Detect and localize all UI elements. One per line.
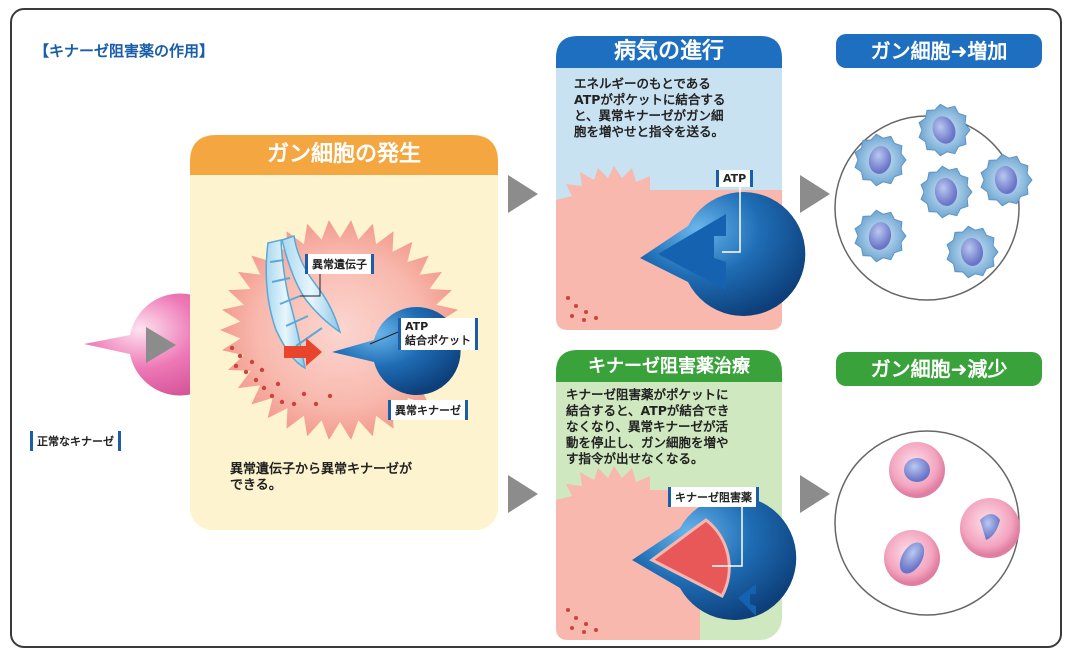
increase-heading: ガン細胞➜増加 [836,34,1042,68]
treatment-heading: キナーゼ阻害薬治療 [588,356,750,377]
pink-cell [884,530,940,586]
onset-panel [190,135,498,530]
treatment-description-line4: 動を停止し、ガン細胞を増や [566,435,729,450]
arrow-3 [508,475,538,513]
atp-pocket-label: ATP 結合ポケット [398,318,478,350]
arrow-4 [800,175,830,213]
abnormal-gene-label: 異常遺伝子 [305,254,374,274]
onset-description-line2: できる。 [230,478,282,493]
progress-description: エネルギーのもとである ATPがポケットに結合する と、異常キナーゼがガン細 胞… [574,76,725,140]
blue-cancer-cell [920,165,973,219]
arrow-2 [508,175,538,213]
progress-description-line2: ATPがポケットに結合する [574,92,726,107]
treatment-description-line1: キナーゼ阻害薬がポケットに [566,387,729,402]
atp-pocket-label-line2: 結合ポケット [405,334,471,347]
treatment-description-line2: 結合すると、ATPが結合でき [566,403,730,418]
normal-kinase-label: 正常なキナーゼ [30,431,121,451]
treatment-description-line5: す指令が出せなくなる。 [566,451,704,466]
pink-cell [960,498,1020,558]
pink-cell [889,442,945,498]
onset-description: 異常遺伝子から異常キナーゼが できる。 [230,462,412,494]
inhibitor-drug-icon [649,518,731,599]
blue-cancer-cell [946,225,999,279]
progress-heading: 病気の進行 [613,39,724,64]
blocked-atp-icon [738,584,756,616]
blue-cancer-cell [854,209,907,263]
onset-dots [229,345,333,407]
blue-cancer-cell [918,103,971,157]
progress-description-line4: 胞を増やせと指令を送る。 [574,124,725,139]
onset-description-line1: 異常遺伝子から異常キナーゼが [230,462,413,477]
diagram-title: 【キナーゼ阻害薬の作用】 [34,42,215,60]
treatment-description-line3: なくなり、異常キナーゼが活 [566,419,729,434]
decrease-heading: ガン細胞➜減少 [836,352,1042,386]
blue-cancer-cell [980,153,1033,207]
red-arrow-icon [284,338,322,366]
inhibitor-label: キナーゼ阻害薬 [668,487,759,507]
progress-description-line1: エネルギーのもとである [574,76,711,91]
progress-description-line3: と、異常キナーゼがガン細 [574,108,724,123]
atp-pocket-label-line1: ATP [405,320,429,333]
increase-cells-circle [834,103,1033,301]
arrow-1 [146,327,176,363]
kinase-with-atp-icon [640,192,806,316]
abnormal-kinase-label: 異常キナーゼ [388,400,468,420]
progress-panel [556,36,806,330]
arrow-5 [800,475,830,513]
atp-molecule-icon [658,214,726,290]
decrease-cells-circle [834,430,1020,616]
blue-cancer-cell [854,133,907,187]
atp-label: ATP [716,170,754,187]
chromosome-icon [265,235,342,370]
treatment-description: キナーゼ阻害薬がポケットに 結合すると、ATPが結合でき なくなり、異常キナーゼ… [566,387,729,467]
onset-heading: ガン細胞の発生 [266,142,421,167]
